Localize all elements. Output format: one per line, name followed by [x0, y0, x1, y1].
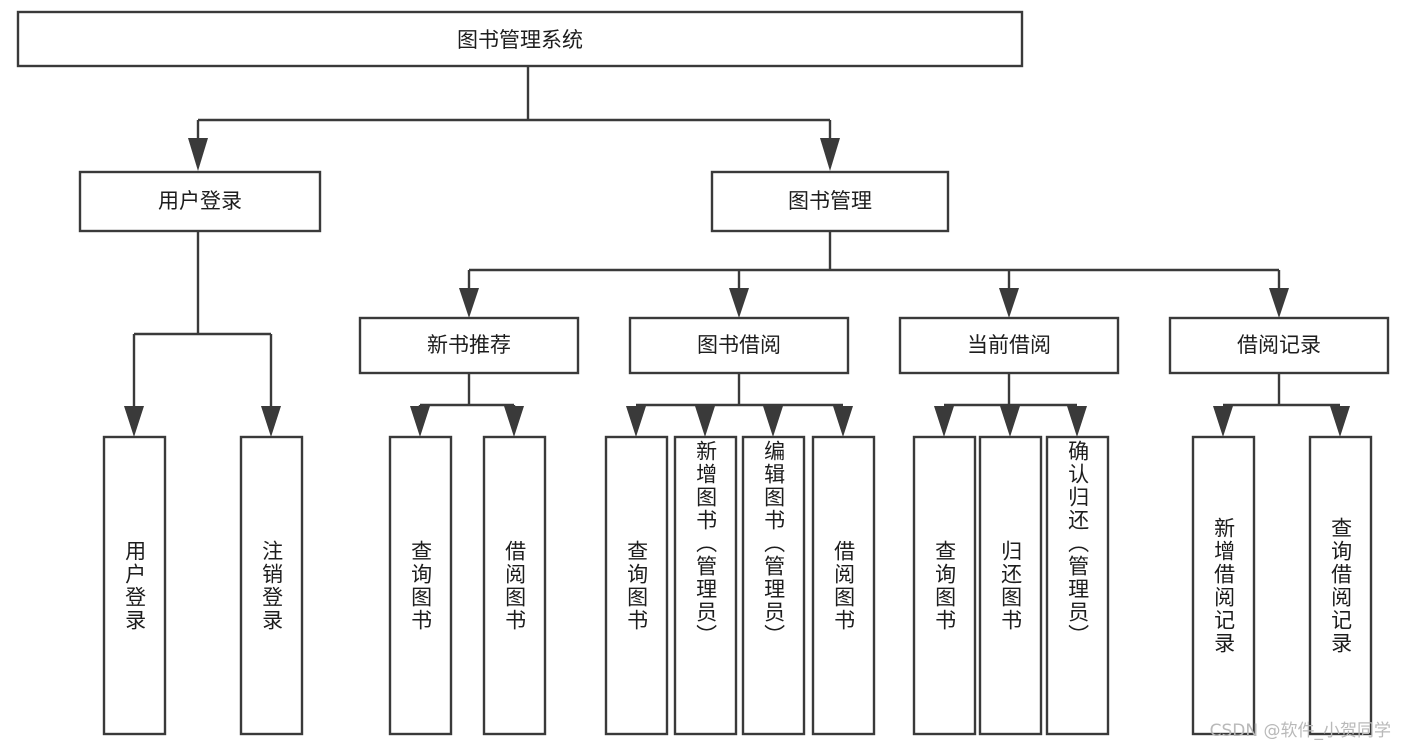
node-book-management-box[interactable]: [710, 170, 950, 233]
node-root-box[interactable]: [16, 10, 1024, 68]
connectors-user-login-to-leaves: [124, 231, 281, 437]
arrow-head-leaf-3: [410, 406, 430, 437]
connectors-borrow-book-to-leaves: [626, 373, 853, 437]
node-current-borrow-box[interactable]: [898, 316, 1120, 375]
node-user-login-box[interactable]: [78, 170, 322, 233]
node-root[interactable]: 图书管理系统: [16, 10, 1024, 68]
node-borrow-record[interactable]: 借阅记录: [1168, 316, 1390, 375]
leaf-node-box-7[interactable]: [741, 435, 806, 736]
leaf-node-box-5[interactable]: [604, 435, 669, 736]
leaf-node-box-4[interactable]: [482, 435, 547, 736]
leaf-nodes: [102, 435, 1373, 736]
arrow-head-leaf-1: [124, 406, 144, 437]
leaf-node-box-2[interactable]: [239, 435, 304, 736]
arrow-head-leaf-4: [504, 406, 524, 437]
arrow-head-current-borrow: [999, 288, 1019, 318]
node-borrow-record-label: 借阅记录: [1237, 333, 1321, 357]
leaf-node-box-1[interactable]: [102, 435, 167, 736]
node-user-login[interactable]: 用户登录: [78, 170, 322, 233]
connectors-new-book-to-leaves: [410, 373, 524, 437]
arrow-head-leaf-7: [763, 406, 783, 437]
watermark-text: CSDN @软件_小贺同学: [1209, 721, 1391, 741]
node-borrow-record-box[interactable]: [1168, 316, 1390, 375]
node-book-borrow[interactable]: 图书借阅: [628, 316, 850, 375]
arrow-head-to-user-login: [188, 138, 208, 171]
leaf-node-box-8[interactable]: [811, 435, 876, 736]
arrow-head-borrow-record: [1269, 288, 1289, 318]
arrow-head-leaf-9: [934, 406, 954, 437]
arrow-head-leaf-8: [833, 406, 853, 437]
node-new-book-recommend[interactable]: 新书推荐: [358, 316, 580, 375]
arrow-head-leaf-6: [695, 406, 715, 437]
node-book-management-label: 图书管理: [788, 189, 872, 213]
node-book-borrow-label: 图书借阅: [697, 333, 781, 357]
leaf-node-box-3[interactable]: [388, 435, 453, 736]
node-current-borrow-label: 当前借阅: [967, 333, 1051, 357]
connectors-book-mgmt-to-level3: [459, 231, 1289, 318]
leaf-node-box-10[interactable]: [978, 435, 1043, 736]
arrow-head-borrow-book: [729, 288, 749, 318]
node-user-login-label: 用户登录: [158, 189, 242, 213]
arrow-head-new-book: [459, 288, 479, 318]
arrow-head-leaf-11: [1067, 406, 1087, 437]
node-book-management[interactable]: 图书管理: [710, 170, 950, 233]
node-book-borrow-box[interactable]: [628, 316, 850, 375]
node-new-book-recommend-box[interactable]: [358, 316, 580, 375]
connectors-root-to-level2: [188, 66, 840, 171]
node-new-book-recommend-label: 新书推荐: [427, 333, 511, 357]
arrow-head-leaf-13: [1330, 406, 1350, 437]
arrow-head-leaf-5: [626, 406, 646, 437]
leaf-node-box-9[interactable]: [912, 435, 977, 736]
node-root-label: 图书管理系统: [457, 28, 583, 52]
arrow-head-leaf-2: [261, 406, 281, 437]
connectors-current-borrow-to-leaves: [934, 373, 1087, 437]
connectors-borrow-record-to-leaves: [1213, 373, 1350, 437]
arrow-head-to-book-mgmt: [820, 138, 840, 171]
arrow-head-leaf-12: [1213, 406, 1233, 437]
leaf-node-box-13[interactable]: [1308, 435, 1373, 736]
leaf-node-box-11[interactable]: [1045, 435, 1110, 736]
leaf-node-box-6[interactable]: [673, 435, 738, 736]
arrow-head-leaf-10: [1000, 406, 1020, 437]
node-current-borrow[interactable]: 当前借阅: [898, 316, 1120, 375]
leaf-node-box-12[interactable]: [1191, 435, 1256, 736]
